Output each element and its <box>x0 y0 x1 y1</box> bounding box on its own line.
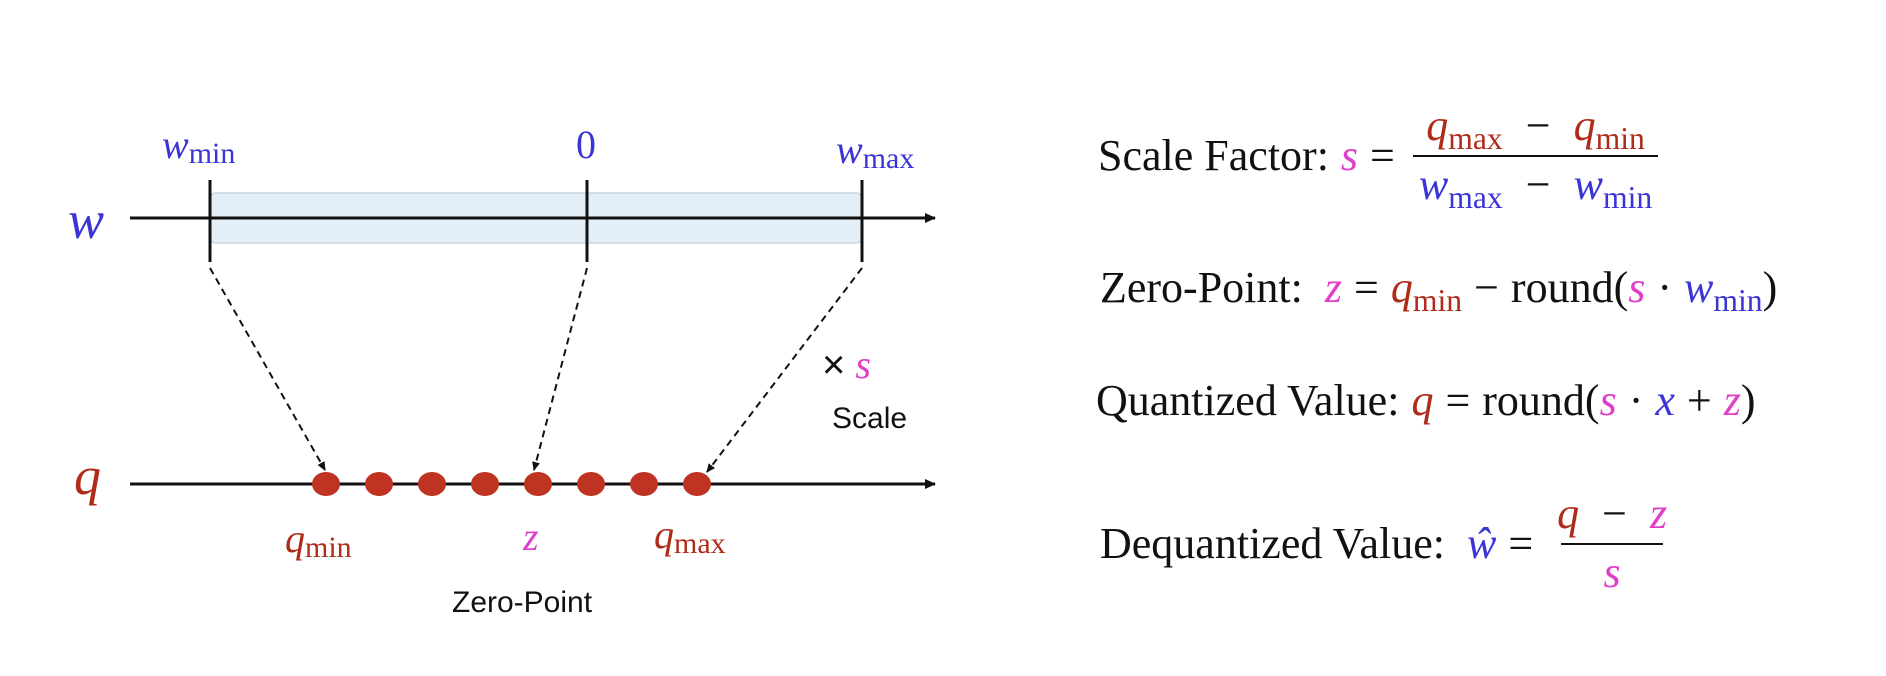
scale-factor-formula: Scale Factor: s = qmax − qmin wmax − wmi… <box>1098 100 1664 213</box>
q-point <box>365 472 393 496</box>
w-axis-symbol: w <box>68 190 104 250</box>
dequantized-value-label: Dequantized Value: <box>1100 518 1445 568</box>
quantization-diagram: w wmin 0 wmax ×s Scale q qmin z qmax Zer… <box>68 122 936 619</box>
scale-note: ×s <box>822 342 871 387</box>
q-points <box>312 472 711 496</box>
q-min-label: qmin <box>285 516 352 564</box>
zero-point-label: Zero-Point <box>452 586 593 619</box>
w-zero-label: 0 <box>576 122 596 167</box>
q-point <box>683 472 711 496</box>
dequantized-value-formula: Dequantized Value: ŵ = q − z s <box>1100 488 1679 598</box>
quantized-value-label: Quantized Value: <box>1096 376 1400 425</box>
zero-point-z-label: z <box>522 514 539 559</box>
w-min-label: wmin <box>162 122 235 170</box>
q-point <box>524 472 552 496</box>
q-max-label: qmax <box>654 512 726 560</box>
q-point <box>577 472 605 496</box>
scale-label: Scale <box>832 402 907 435</box>
map-arrow-max <box>706 267 863 473</box>
scale-factor-label: Scale Factor: <box>1098 130 1329 180</box>
q-point <box>630 472 658 496</box>
q-point <box>471 472 499 496</box>
q-axis-symbol: q <box>74 446 101 506</box>
scale-fraction: qmax − qmin wmax − wmin <box>1412 100 1659 213</box>
zero-point-formula: Zero-Point: z = qmin − round( s · wmin ) <box>1100 263 1778 318</box>
dequant-fraction: q − z s <box>1557 489 1668 597</box>
q-point <box>312 472 340 496</box>
equals-sign: = <box>1370 130 1395 180</box>
map-arrow-min <box>209 267 326 471</box>
zero-point-formula-label: Zero-Point: <box>1100 263 1303 312</box>
quantized-value-formula: Quantized Value: q = round( s · x + z ) <box>1096 376 1756 425</box>
scale-symbol: s <box>1340 130 1359 180</box>
q-point <box>418 472 446 496</box>
map-arrow-zero <box>532 267 588 471</box>
w-max-label: wmax <box>836 127 914 175</box>
